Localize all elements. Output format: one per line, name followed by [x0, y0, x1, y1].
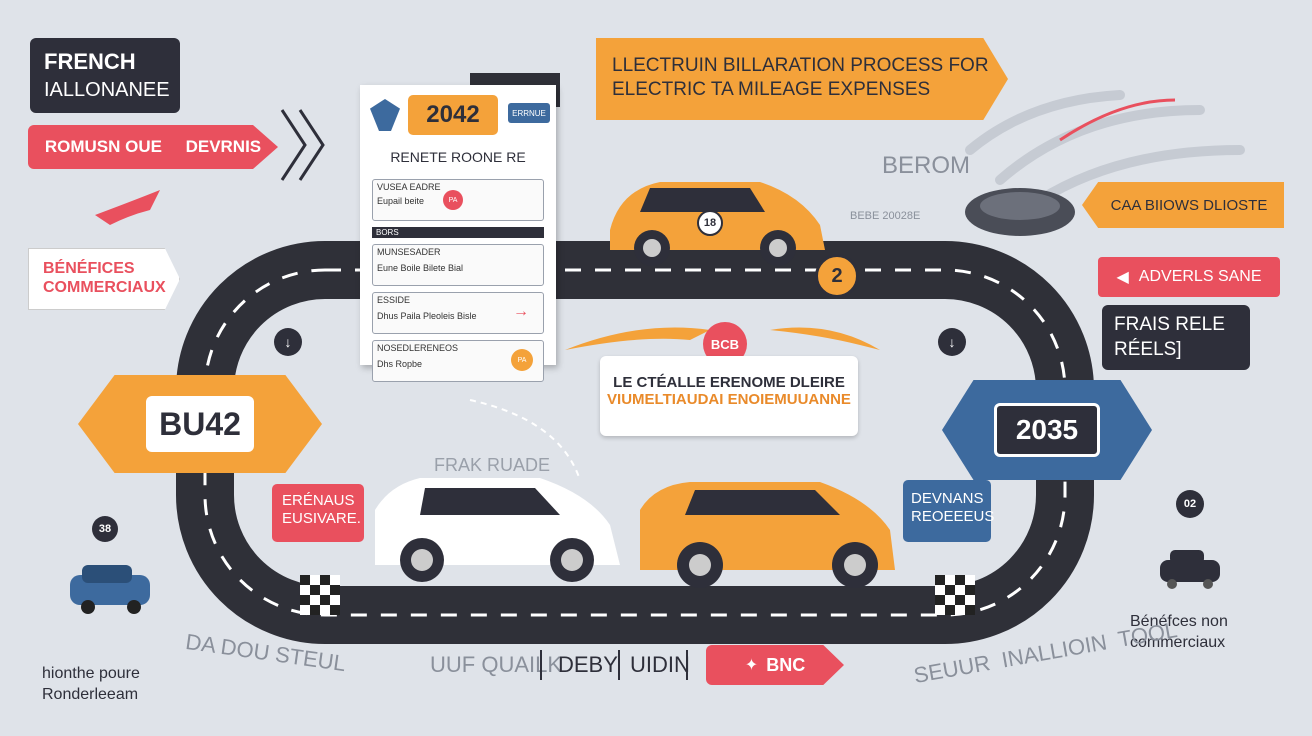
red-banner-label: ROMUSN OUE DEVRNIS — [44, 137, 262, 156]
separator — [686, 650, 688, 680]
document-tag: ERRNUE — [508, 103, 550, 123]
document-row-3: ESSIDE Dhus Paila Pleoleis Bisle → — [372, 292, 544, 334]
bu42-sign: BU42 — [78, 375, 322, 473]
badge-38: 38 — [92, 516, 118, 542]
bottom-strip-item-2: UUF QUAILK — [430, 652, 563, 677]
devnans-text: DEVNANS REOEEEUS — [911, 490, 995, 525]
small-meta-text: BEBE 20028E — [850, 210, 921, 222]
document-title: RENETE ROONE RE — [390, 149, 526, 165]
caa-label: CAA BIIOWS DLIOSTE — [1082, 182, 1284, 228]
adverls-label: ◀ ADVERLS SANE — [1098, 257, 1280, 297]
center-line2: VIUMELTIAUDAI ENOIEMUUANNE — [607, 391, 851, 408]
frais-line2: RÉELS] — [1114, 338, 1182, 360]
engine-icon — [965, 188, 1075, 236]
badge-02: 02 — [1176, 490, 1204, 518]
bnc-label: ✦ BNC — [706, 645, 844, 685]
year-2035-label: 2035 — [1015, 414, 1079, 445]
berom-label: BEROM — [882, 152, 971, 179]
separator — [540, 650, 542, 680]
top-banner: LLECTRUIN BILLARATION PROCESS FOR ELECTR… — [596, 38, 1008, 120]
title-line1: FRENCH — [44, 49, 136, 74]
top-banner-line2: ELECTRIC TA MILEAGE EXPENSES — [612, 78, 931, 100]
small-blue-car-icon — [70, 565, 150, 614]
benefits-text: BÉNÉFICES COMMERCIAUX — [43, 260, 166, 297]
car-number-badge: 18 — [697, 210, 723, 236]
title-box: FRENCH IALLONANEE — [30, 38, 180, 113]
devnans-label: DEVNANS REOEEEUS — [903, 480, 995, 542]
down-arrow-left-icon: ↓ — [274, 328, 302, 356]
arrow-right-icon: → — [513, 303, 529, 320]
orange-car-bottom-icon — [640, 482, 895, 588]
center-line1: LE CTÉALLE ERENOME DLEIRE — [613, 374, 845, 391]
checkered-flag-left-icon — [300, 575, 340, 615]
bottom-left-text: hionthe poure Ronderleeam — [42, 664, 140, 706]
document-row-1: VUSEA EADRE Eupail beite PA — [372, 179, 544, 221]
erenaus-text: ERÉNAUS EUSIVARE. — [282, 492, 361, 527]
bottom-right-line1: Bénéfces non — [1130, 613, 1228, 630]
small-black-car-icon — [1160, 550, 1220, 589]
year-2035-sign: 2035 — [942, 380, 1152, 480]
bu42-label: BU42 — [159, 405, 241, 442]
stamp-icon: PA — [443, 190, 463, 210]
top-banner-line1: LLECTRUIN BILLARATION PROCESS FOR — [612, 55, 989, 76]
document-year: 2042 — [408, 95, 498, 135]
red-banner: ROMUSN OUE DEVRNIS — [28, 125, 278, 169]
bottom-left-line2: Ronderleeam — [42, 685, 139, 703]
number-badge: 2 — [815, 254, 859, 298]
bottom-left-line1: hionthe poure — [42, 665, 140, 682]
white-car-icon — [375, 478, 620, 582]
document-row-2: MUNSESADER Eune Boile Bilete Bial — [372, 244, 544, 286]
center-label: LE CTÉALLE ERENOME DLEIRE VIUMELTIAUDAI … — [600, 356, 858, 436]
frak-label: FRAK RUADE — [434, 455, 551, 475]
document-card: 2042 ERRNUE RENETE ROONE RE VUSEA EADRE … — [360, 85, 556, 382]
back-arrow-icon: ◀ — [1116, 269, 1129, 286]
bottom-strip-item-4: UIDIN — [630, 652, 690, 677]
benefits-label: BÉNÉFICES COMMERCIAUX — [28, 248, 180, 310]
frais-label: FRAIS RELE RÉELS] — [1102, 305, 1250, 371]
erenaus-label: ERÉNAUS EUSIVARE. — [272, 484, 364, 542]
stamp-icon: PA — [511, 349, 533, 371]
document-row-4: NOSEDLERENEOS Dhs Ropbe PA — [372, 340, 544, 382]
logo-icon — [370, 99, 400, 131]
bottom-right-text: Bénéfces non commerciaux — [1130, 612, 1228, 654]
bnc-icon: ✦ — [744, 657, 759, 674]
separator — [618, 650, 620, 680]
frais-line1: FRAIS RELE — [1114, 314, 1225, 335]
checkered-flag-right-icon — [935, 575, 975, 615]
bottom-strip-item-3: DEBY — [558, 652, 618, 677]
down-arrow-right-icon: ↓ — [938, 328, 966, 356]
document-section-label: BORS — [372, 227, 544, 238]
title-line2: IALLONANEE — [44, 78, 170, 101]
bottom-right-line2: commerciaux — [1130, 633, 1226, 651]
